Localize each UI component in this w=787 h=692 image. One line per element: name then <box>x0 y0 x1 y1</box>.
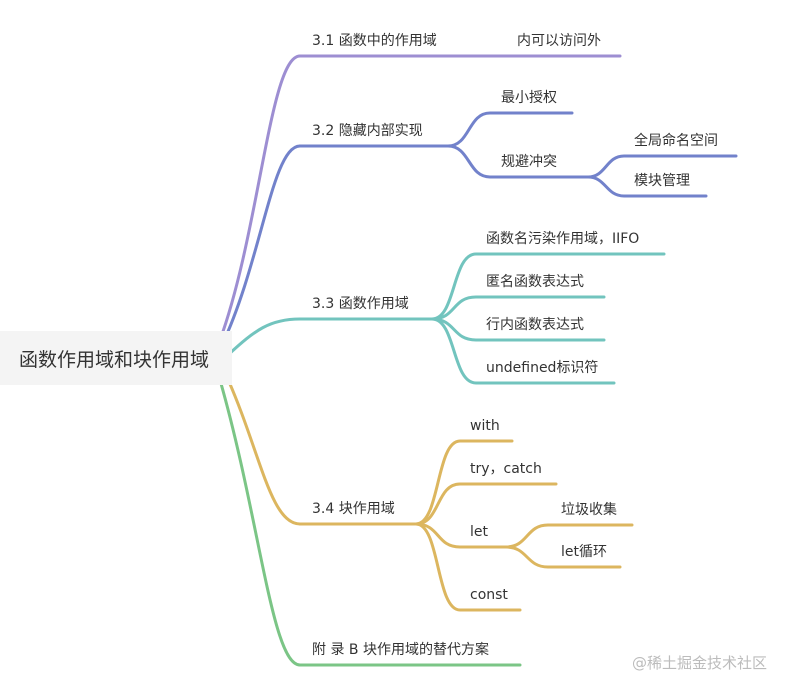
node-s34-try[interactable]: try，catch <box>470 461 542 477</box>
node-s34-loop[interactable]: let循环 <box>561 544 607 560</box>
node-s34-let[interactable]: let <box>470 524 488 540</box>
node-s32-ns[interactable]: 全局命名空间 <box>634 133 718 149</box>
node-s32-min[interactable]: 最小授权 <box>501 90 557 106</box>
edge-s34-let <box>414 522 508 549</box>
node-s32-avoid[interactable]: 规避冲突 <box>501 154 557 170</box>
node-s33-d[interactable]: undefined标识符 <box>486 360 599 376</box>
root-label: 函数作用域和块作用域 <box>19 348 210 371</box>
node-s32[interactable]: 3.2 隐藏内部实现 <box>312 123 423 139</box>
edge-s34-try <box>414 482 558 526</box>
edge-s32-avoid <box>446 144 590 179</box>
node-appendix-b[interactable]: 附 录 B 块作用域的替代方案 <box>312 642 489 658</box>
edge-s33-d <box>430 317 616 385</box>
edge-let-loop <box>504 545 622 569</box>
edge-s34-with <box>414 439 514 526</box>
edge-root-s32 <box>220 144 302 347</box>
node-s33-a[interactable]: 函数名污染作用域，IIFO <box>486 231 640 247</box>
node-s34-with[interactable]: with <box>470 418 500 434</box>
edge-root-s34 <box>224 373 302 526</box>
edge-root-appB <box>218 378 302 667</box>
root-node[interactable]: 函数作用域和块作用域 <box>0 331 232 385</box>
node-s32-mod[interactable]: 模块管理 <box>634 173 690 189</box>
edge-s33-a <box>430 252 666 321</box>
node-s34[interactable]: 3.4 块作用域 <box>312 501 395 517</box>
node-s33[interactable]: 3.3 函数作用域 <box>312 296 409 312</box>
node-s34-gc[interactable]: 垃圾收集 <box>561 502 617 518</box>
edge-s32-min <box>446 111 574 148</box>
node-s33-c[interactable]: 行内函数表达式 <box>486 317 584 333</box>
node-s33-b[interactable]: 匿名函数表达式 <box>486 274 584 290</box>
watermark-text: @稀土掘金技术社区 <box>631 654 767 672</box>
edge-root-s31 <box>218 54 302 342</box>
node-s31-note[interactable]: 内可以访问外 <box>517 33 601 49</box>
edge-root-s33 <box>226 317 302 357</box>
node-s34-const[interactable]: const <box>470 587 508 603</box>
node-s31[interactable]: 3.1 函数中的作用域 <box>312 33 437 49</box>
edge-s34-const <box>414 522 522 612</box>
edge-avoid-mod <box>586 175 708 198</box>
